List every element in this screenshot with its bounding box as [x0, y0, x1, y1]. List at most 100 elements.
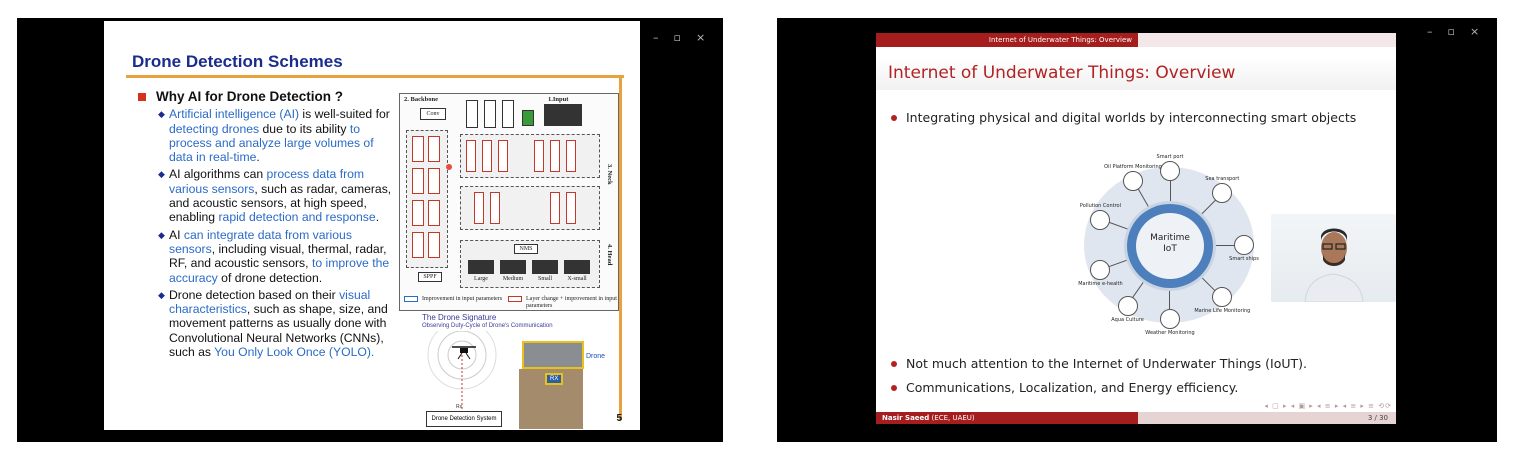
drone-label: Drone — [586, 353, 606, 360]
detection-system-box: Drone Detection System — [426, 411, 502, 427]
backbone-cell — [428, 136, 440, 162]
bullet-text: of drone detection. — [217, 270, 323, 285]
diagram-node-label: Aqua Culture — [1111, 316, 1144, 323]
diagram-node-label: Smart port — [1156, 154, 1184, 160]
author-affiliation: (ECE, UAEU) — [931, 414, 975, 422]
input-label: 1.Input — [548, 96, 569, 103]
neck-cell — [550, 140, 560, 172]
output-image — [500, 260, 526, 274]
footer-bar: Nasir Saeed (ECE, UAEU) 3 / 30 — [876, 412, 1396, 424]
bullet-item: Not much attention to the Internet of Un… — [891, 355, 1366, 372]
beamer-navigation-icons[interactable]: ◂ ▢ ▸ ◂ ▣ ▸ ◂ ≡ ▸ ◂ ≡ ▸ ≡ ⟲⟳ — [1264, 402, 1392, 410]
highlighted-text: Artificial intelligence (AI) — [169, 107, 300, 122]
rx-antenna-label: Rx — [456, 404, 463, 410]
input-image — [544, 104, 582, 126]
bullet-list: ◆ Artificial intelligence (AI) is well-su… — [136, 107, 400, 359]
diagram-node-label: Marine Life Monitoring — [1194, 308, 1251, 315]
backbone-cell — [412, 200, 424, 226]
neck-cell — [498, 140, 508, 172]
diagram-node-icon — [1123, 170, 1143, 191]
title-underline — [126, 75, 624, 78]
bullet-text: . — [256, 150, 260, 165]
yolo-architecture-figure: 2. Backbone 1.Input Conv SPPF 3. Neck NM… — [399, 93, 619, 311]
head-label: 4. Head — [606, 244, 613, 266]
minimize-button[interactable]: – — [1427, 25, 1433, 38]
footer-author: Nasir Saeed (ECE, UAEU) — [876, 412, 1138, 424]
legend-blue-swatch — [404, 296, 418, 302]
legend-layer-text: Layer change + improvement in input para… — [526, 296, 617, 309]
maximize-button[interactable]: ▫ — [1447, 25, 1455, 38]
backbone-cell — [412, 136, 424, 162]
close-button[interactable]: × — [1469, 25, 1480, 38]
backbone-cell — [412, 232, 424, 258]
bullet-item: ◆ Artificial intelligence (AI) is well-su… — [136, 107, 400, 164]
diagram-node-label: Weather Monitoring — [1145, 330, 1195, 336]
input-param-box-1 — [466, 100, 478, 128]
drone-icon — [452, 346, 476, 360]
highlighted-text: to improve the accuracy — [169, 256, 390, 285]
close-button[interactable]: × — [695, 31, 706, 44]
author-name: Nasir Saeed — [882, 414, 930, 422]
input-param-box-3 — [502, 100, 514, 128]
input-tile — [522, 110, 534, 126]
diamond-bullet-icon: ◆ — [158, 229, 165, 240]
highlighted-text: visual characteristics — [169, 287, 371, 317]
header-section-tab[interactable]: Internet of Underwater Things: Overview — [876, 33, 1138, 47]
minimize-button[interactable]: – — [653, 31, 659, 44]
diagram-node-icon — [1160, 309, 1180, 329]
slide-body: Why AI for Drone Detection ? ◆ Artificial… — [136, 89, 400, 362]
slide-title: Drone Detection Schemes — [132, 52, 343, 71]
diagram-node-icon — [1090, 260, 1111, 281]
diamond-bullet-icon: ◆ — [158, 289, 165, 300]
highlighted-text: process data from various sensors — [169, 167, 365, 196]
heading-text: Why AI for Drone Detection ? — [156, 89, 344, 104]
legend-input-text: Improvement in input parameters — [422, 296, 503, 302]
input-param-box-2 — [484, 100, 496, 128]
backbone-cell — [412, 168, 424, 194]
highlighted-text: can integrate data from various sensors — [169, 227, 352, 256]
signature-subtitle: Observing Duty-Cycle of Drone's Communic… — [422, 323, 553, 329]
right-border-line — [619, 75, 622, 420]
neck-cell — [550, 192, 560, 224]
diagram-node-label: Maritime e-health — [1078, 281, 1123, 288]
bullet-item: ◆Drone detection based on their visual c… — [136, 288, 400, 359]
drone-signature-figure: The Drone Signature Observing Duty-Cycle… — [422, 313, 622, 429]
diagram-node-label: Smart ships — [1229, 256, 1259, 262]
rx-label: RX — [545, 373, 564, 385]
footer-page-number: 3 / 30 — [1367, 414, 1388, 422]
bullet-text: is well-suited for — [299, 107, 390, 122]
backbone-cell — [428, 232, 440, 258]
bullet-dot-icon — [891, 361, 897, 367]
bullet-text: , such as shape, size, and movement patt… — [169, 302, 388, 360]
signature-title: The Drone Signature — [422, 313, 497, 322]
diagram-node-label: Pollution Control — [1079, 202, 1121, 209]
nms-block: NMS — [514, 244, 538, 254]
neck-cell — [474, 192, 484, 224]
slide-page-number: 5 — [616, 413, 622, 424]
backbone-cell — [428, 200, 440, 226]
drone-photo — [522, 341, 584, 369]
diagram-node-icon — [1160, 161, 1180, 181]
bullet-text: . — [375, 210, 380, 225]
slide-title: Internet of Underwater Things: Overview — [888, 63, 1236, 83]
backbone-label: 2. Backbone — [404, 96, 438, 103]
bullet-item: Communications, Localization, and Energy… — [891, 379, 1366, 396]
title-band — [876, 57, 1396, 90]
bullet-item: Integrating physical and digital worlds … — [891, 109, 1366, 126]
center-label-line2: IoT — [1163, 244, 1177, 254]
bullet-dot-icon — [891, 115, 897, 121]
neck-cell — [566, 192, 576, 224]
maximize-button[interactable]: ▫ — [673, 31, 681, 44]
output-size-label: Medium — [502, 276, 524, 282]
section-heading: Why AI for Drone Detection ? — [136, 89, 400, 104]
left-window-controls: – ▫ × — [653, 31, 705, 44]
bullet-text: , such as radar, cameras, and acoustic s… — [169, 181, 392, 225]
bullet-item: ◆ AI can integrate data from various sens… — [136, 228, 400, 285]
diagram-node-label: Oil Platform Monitoring — [1104, 163, 1162, 170]
presenter-avatar-icon — [1304, 228, 1364, 303]
neck-cell — [566, 140, 576, 172]
diagram-node-label: Sea transport — [1205, 175, 1240, 182]
bullet-text: AI — [169, 227, 184, 242]
diamond-bullet-icon: ◆ — [158, 109, 165, 120]
